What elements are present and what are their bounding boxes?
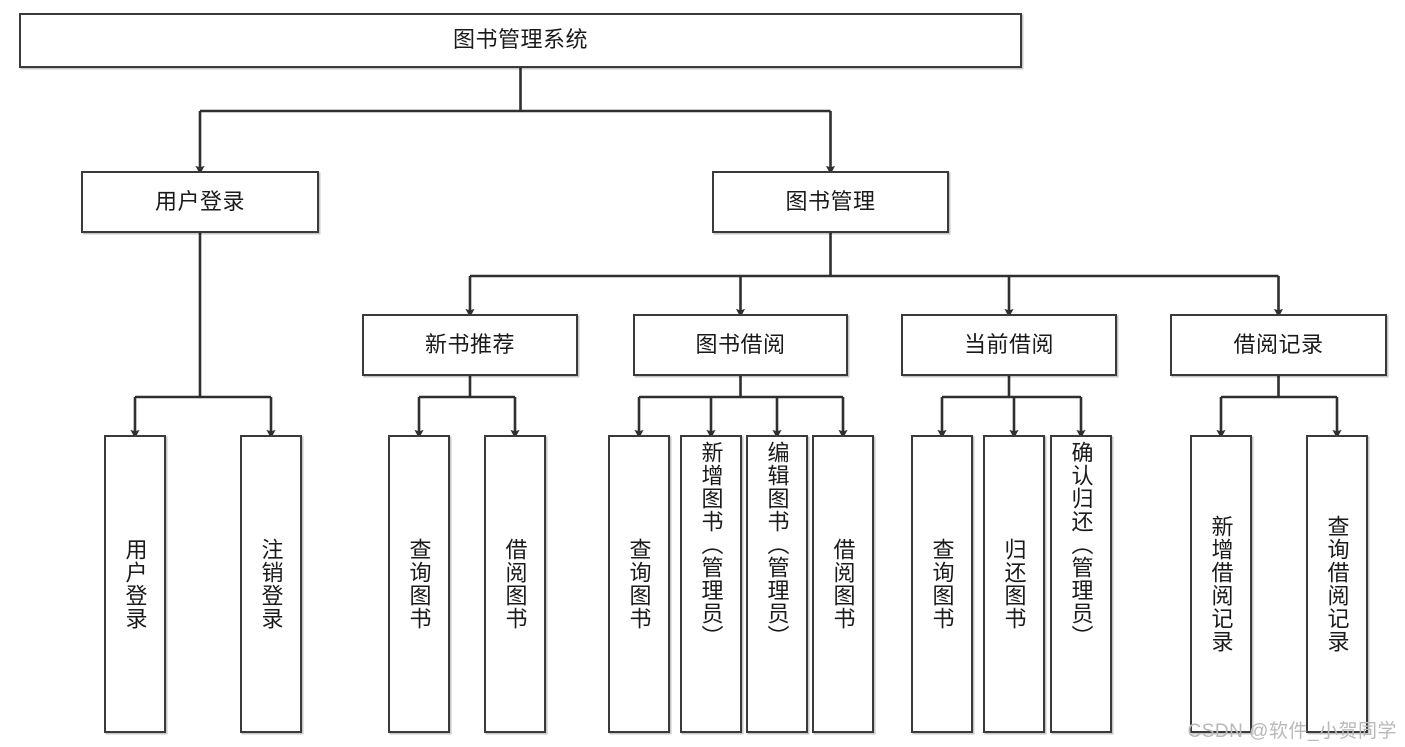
node-label: 新增借阅记录: [1208, 515, 1234, 653]
node-label: 查询图书: [406, 538, 432, 630]
node-leaf-borrow-book-1[interactable]: 借阅图书: [484, 435, 546, 733]
node-leaf-borrow-book-2[interactable]: 借阅图书: [812, 435, 874, 733]
node-label: 借阅记录: [1233, 331, 1324, 357]
node-leaf-query-record[interactable]: 查询借阅记录: [1306, 435, 1368, 733]
node-book-manage[interactable]: 图书管理: [712, 171, 949, 233]
node-label: 确认归还（管理员）: [1068, 441, 1094, 648]
node-label: 查询借阅记录: [1324, 515, 1350, 653]
node-leaf-confirm-return[interactable]: 确认归还（管理员）: [1050, 435, 1112, 733]
node-user-login[interactable]: 用户登录: [81, 171, 319, 233]
node-current-borrow[interactable]: 当前借阅: [901, 314, 1117, 376]
node-label: 注销登录: [258, 538, 284, 630]
node-root[interactable]: 图书管理系统: [19, 13, 1022, 68]
node-label: 借阅图书: [830, 538, 856, 630]
node-leaf-add-book[interactable]: 新增图书（管理员）: [680, 435, 742, 733]
node-leaf-query-book-2[interactable]: 查询图书: [608, 435, 670, 733]
node-label: 查询图书: [929, 538, 955, 630]
node-label: 用户登录: [154, 188, 245, 214]
node-label: 借阅图书: [502, 538, 528, 630]
node-leaf-query-book-3[interactable]: 查询图书: [911, 435, 973, 733]
node-leaf-return-book[interactable]: 归还图书: [983, 435, 1045, 733]
node-book-borrow[interactable]: 图书借阅: [633, 314, 848, 376]
node-label: 用户登录: [122, 538, 148, 630]
node-label: 归还图书: [1001, 538, 1027, 630]
node-label: 图书借阅: [695, 331, 786, 357]
node-leaf-user-login[interactable]: 用户登录: [104, 435, 166, 733]
node-label: 当前借阅: [963, 331, 1054, 357]
node-leaf-edit-book[interactable]: 编辑图书（管理员）: [746, 435, 808, 733]
node-label: 查询图书: [626, 538, 652, 630]
node-label: 新增图书（管理员）: [698, 441, 724, 648]
node-borrow-record[interactable]: 借阅记录: [1170, 314, 1387, 376]
node-new-book-recommend[interactable]: 新书推荐: [362, 314, 578, 376]
node-label: 图书管理: [785, 188, 876, 214]
watermark-label: CSDN @软件_小贺同学: [1187, 721, 1397, 742]
node-leaf-logout[interactable]: 注销登录: [240, 435, 302, 733]
node-label: 图书管理系统: [452, 27, 588, 53]
node-leaf-query-book-1[interactable]: 查询图书: [388, 435, 450, 733]
node-leaf-add-record[interactable]: 新增借阅记录: [1190, 435, 1252, 733]
node-label: 编辑图书（管理员）: [764, 441, 790, 648]
node-label: 新书推荐: [424, 331, 515, 357]
